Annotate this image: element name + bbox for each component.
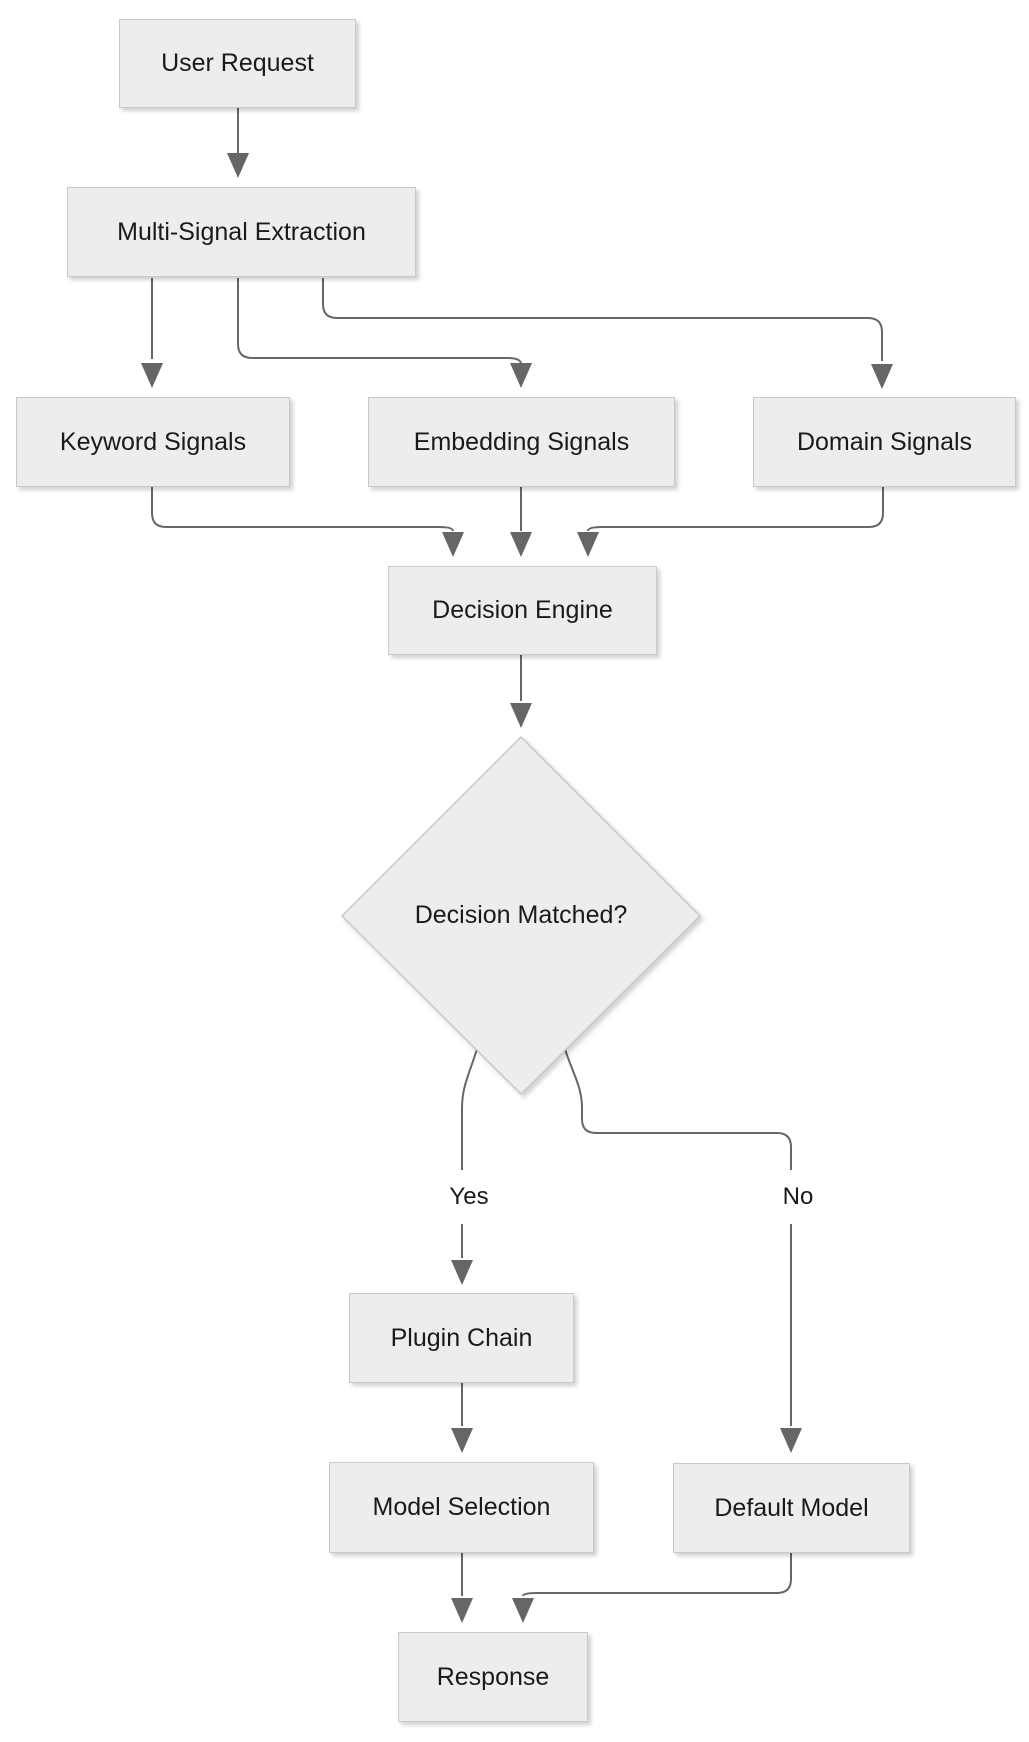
arrowhead-into-domain-signals bbox=[871, 364, 893, 389]
edge-decision-matched-to-default-model bbox=[564, 1048, 792, 1426]
arrowhead-into-decision-matched bbox=[510, 703, 532, 728]
node-decision-engine: Decision Engine bbox=[388, 566, 657, 655]
node-default-model: Default Model bbox=[673, 1463, 910, 1553]
node-response: Response bbox=[398, 1632, 588, 1722]
arrowhead-keyword-into-decision-engine bbox=[442, 532, 464, 557]
node-user-request: User Request bbox=[119, 19, 356, 108]
arrowhead-into-embedding-signals bbox=[510, 363, 532, 388]
arrowhead-embedding-into-decision-engine bbox=[510, 532, 532, 557]
arrowhead-into-model-selection bbox=[451, 1428, 473, 1453]
node-domain-signals: Domain Signals bbox=[753, 397, 1016, 487]
arrowhead-into-multi-signal bbox=[227, 153, 249, 178]
edge-label-yes: Yes bbox=[424, 1170, 514, 1224]
node-decision-matched-shape bbox=[340, 735, 702, 1096]
node-embedding-signals: Embedding Signals bbox=[368, 397, 675, 487]
edge-multi-signal-to-domain-signals bbox=[322, 278, 883, 361]
edge-keyword-signals-to-decision-engine bbox=[151, 487, 454, 532]
edge-domain-signals-to-decision-engine bbox=[587, 487, 884, 532]
arrowhead-into-default-model bbox=[780, 1428, 802, 1453]
node-keyword-signals: Keyword Signals bbox=[16, 397, 290, 487]
arrowhead-into-plugin-chain bbox=[451, 1260, 473, 1285]
node-model-selection: Model Selection bbox=[329, 1462, 594, 1553]
edge-multi-signal-to-embedding-signals bbox=[237, 278, 522, 365]
arrowhead-domain-into-decision-engine bbox=[577, 532, 599, 557]
edge-decision-matched-to-plugin-chain bbox=[461, 1048, 478, 1258]
arrowhead-default-into-response bbox=[512, 1598, 534, 1623]
edge-default-model-to-response bbox=[522, 1553, 792, 1597]
edge-label-no: No bbox=[758, 1170, 838, 1224]
node-plugin-chain: Plugin Chain bbox=[349, 1293, 574, 1383]
node-multi-signal-extraction: Multi-Signal Extraction bbox=[67, 187, 416, 277]
arrowhead-model-into-response bbox=[451, 1598, 473, 1623]
arrowhead-into-keyword-signals bbox=[141, 363, 163, 388]
